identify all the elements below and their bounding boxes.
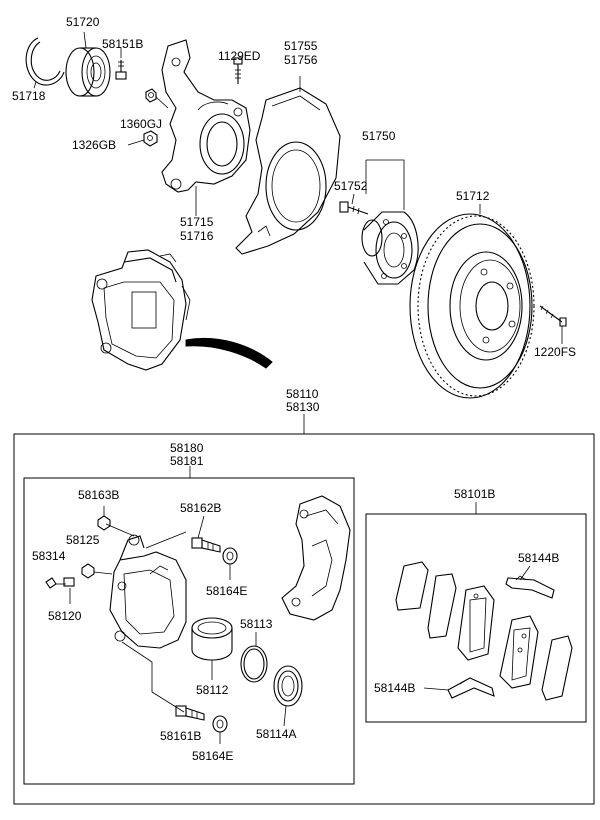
caliper-body-58180: [105, 523, 187, 713]
label-51755: 51755: [284, 39, 318, 53]
nut-1360GJ: [145, 88, 169, 109]
label-51752: 51752: [334, 179, 368, 193]
boot-58164E-upper: [222, 547, 238, 580]
label-58163B: 58163B: [78, 488, 120, 502]
label-58151B: 58151B: [102, 37, 144, 51]
label-51712: 51712: [456, 189, 490, 203]
guide-pin-58162B: [191, 515, 221, 553]
steering-knuckle-51715: [161, 39, 251, 216]
label-58110: 58110: [286, 387, 319, 401]
nut-1326GB: [127, 130, 158, 147]
snap-ring-51718: [25, 37, 65, 89]
label-1129ED: 1129ED: [218, 49, 261, 63]
bolt-1129ED: [233, 57, 243, 84]
label-58181: 58181: [170, 454, 204, 468]
label-58112: 58112: [196, 683, 229, 697]
label-51715: 51715: [180, 215, 214, 229]
label-51716: 51716: [180, 229, 214, 243]
label-58120: 58120: [48, 609, 82, 623]
caliper-body-box: [23, 477, 355, 785]
guide-pin-58161B: [175, 705, 205, 721]
label-51720: 51720: [66, 15, 100, 29]
screw-1220FS: [539, 305, 567, 344]
piston-seal-58113: [240, 632, 268, 683]
bolt-58151B: [115, 48, 127, 80]
bleeder-screw-58125: [81, 563, 113, 579]
label-58101B: 58101B: [454, 487, 496, 501]
label-58113: 58113: [240, 617, 273, 631]
bolt-58163B: [97, 506, 111, 531]
piston-boot-58114A: [273, 665, 303, 727]
label-58144B-upper: 58144B: [518, 551, 560, 565]
caliper-bracket: [281, 495, 351, 621]
label-58161B: 58161B: [160, 729, 202, 743]
dust-cover-51755: [235, 76, 341, 255]
label-58180: 58180: [170, 441, 204, 455]
label-58114A: 58114A: [256, 727, 297, 741]
brake-disc-51712: [409, 204, 535, 399]
wheel-hub-51750: [361, 159, 419, 285]
label-1326GB: 1326GB: [72, 138, 117, 152]
label-58125: 58125: [66, 533, 100, 547]
label-58130: 58130: [286, 400, 320, 414]
label-58314: 58314: [32, 549, 66, 563]
label-51750: 51750: [362, 129, 396, 143]
wheel-bolt-51752: [339, 193, 369, 215]
boot-58164E-lower: [212, 715, 228, 744]
label-1220FS: 1220FS: [534, 345, 577, 359]
label-58164E-lower: 58164E: [192, 749, 234, 763]
bleeder-58120: [63, 577, 75, 604]
label-58164E-upper: 58164E: [206, 584, 248, 598]
label-1360GJ: 1360GJ: [120, 117, 163, 131]
caliper-assembly-illustration: [91, 249, 273, 371]
label-58144B-lower: 58144B: [374, 681, 416, 695]
bleeder-cap-58314: [45, 577, 66, 589]
label-51756: 51756: [284, 53, 318, 67]
label-58162B: 58162B: [180, 501, 222, 515]
brake-pads-58101B: [395, 561, 573, 701]
piston-58112: [191, 617, 233, 680]
wheel-bearing-51720: [65, 31, 111, 97]
label-51718: 51718: [12, 89, 46, 103]
